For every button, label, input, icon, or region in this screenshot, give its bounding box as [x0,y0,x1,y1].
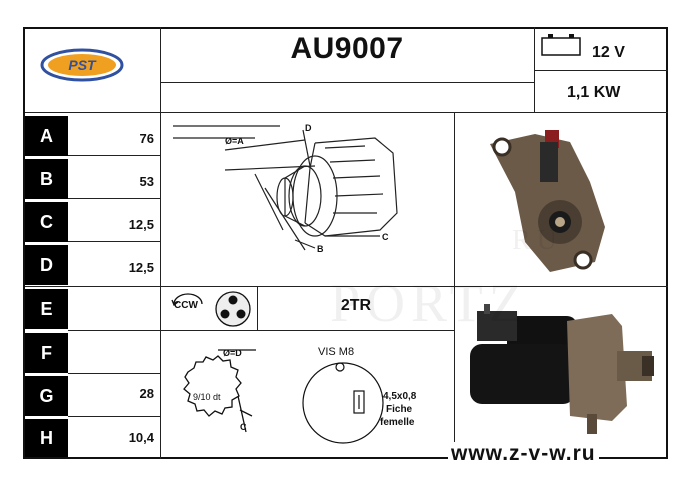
pinion-gear-drawing: Ø=D 9/10 dt C [183,348,256,433]
drawing-label-c: C [382,232,389,242]
starter-photo-end-view [490,130,605,272]
battery-icon [541,34,581,56]
power-value: 1,1 KW [567,84,621,101]
drawing-label-b: B [317,244,324,254]
rotation-direction-icon [171,293,203,307]
rotation-divider [257,286,258,330]
watermark-suffix: RU [512,225,563,256]
rotation-bottom-line [160,330,454,331]
website-link[interactable]: www.z-v-w.ru [448,442,599,466]
mounting-code: 2TR [340,297,372,314]
column-divider-left [160,27,161,459]
row-line-3 [68,241,160,242]
spec-sheet [23,27,668,459]
logo-text: PST [68,57,97,73]
terminal-layout-icon [215,291,251,327]
gear-teeth-label: 9/10 dt [193,392,221,402]
drawing-label-d: D [305,123,312,133]
rotation-label: CCW [174,300,198,311]
row-line-7 [68,416,160,417]
dimension-letter-a: A [25,116,68,156]
column-divider-photo [454,112,455,459]
part-number: AU9007 [290,32,404,65]
column-divider-header [534,27,535,112]
connector-screw-label: VIS M8 [318,346,355,358]
dimension-letter-c: C [25,202,68,242]
dimension-value-b: 53 [139,174,154,189]
gear-label-c: C [240,422,247,432]
connector-size-label: 4,5x0,8 [383,391,417,402]
watermark-text: PORTZ [330,273,528,333]
dimension-value-g: 28 [139,386,154,401]
dimension-letter-b: B [25,159,68,199]
connector-type-line2: femelle [380,417,415,428]
dimension-letter-e: E [25,289,68,329]
dimension-letter-f: F [25,333,68,373]
drawing-label-diameter-a: Ø=A [225,136,244,146]
row-line-2 [68,198,160,199]
row-line-5 [68,330,160,331]
voltage-value: 12 V [592,44,625,61]
dimension-value-d: 12,5 [128,260,154,275]
connector-type-line1: Fiche [386,404,413,415]
header-divider [25,112,668,113]
dimension-letter-d: D [25,245,68,285]
starter-dimension-drawing: Ø=A D C B [173,123,398,254]
power-divider [534,70,668,71]
row-line-6 [68,373,160,374]
dimension-letter-g: G [25,376,68,416]
starter-photo-side-view [470,304,654,434]
row-line-1 [68,155,160,156]
pst-logo: PST [40,48,124,82]
dimension-letter-h: H [25,419,68,457]
title-underline [160,82,534,83]
dimension-value-h: 10,4 [128,430,154,445]
connector-drawing [302,362,384,444]
middle-divider [25,286,668,287]
dimension-value-a: 76 [139,131,154,146]
dimension-value-c: 12,5 [128,217,154,232]
gear-label-diameter-d: Ø=D [223,348,242,358]
